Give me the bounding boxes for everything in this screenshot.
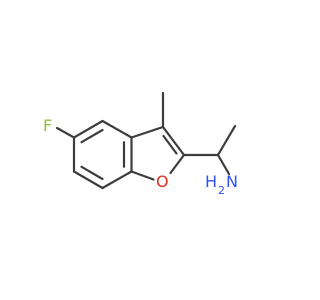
hydrogen-label: H — [205, 172, 217, 191]
bond-c4-c5 — [72, 119, 104, 139]
bonds — [55, 91, 237, 190]
bond-c6-c7 — [72, 170, 104, 190]
bond-ch-methyl — [216, 124, 237, 157]
fluorine-label: F — [43, 116, 52, 135]
nitrogen-label: N — [226, 172, 238, 191]
hydrogen-subscript: 2 — [218, 184, 225, 197]
atom-labels: F O H N 2 — [43, 116, 238, 197]
bond-c4-c5-inner — [80, 128, 104, 144]
bond-c7-c7a — [101, 170, 133, 190]
bond-c3a-c4 — [101, 119, 133, 139]
bond-c6-c7-inner — [80, 165, 104, 181]
molecule-structure: F O H N 2 — [43, 91, 238, 197]
bond-o-c7a — [130, 170, 155, 181]
oxygen-label: O — [156, 172, 169, 191]
bond-c3-c2 — [161, 125, 186, 157]
bond-c3a-c3 — [130, 125, 165, 139]
bond-c5-f — [55, 126, 76, 139]
bond-c2-o — [169, 153, 186, 175]
bond-c3-c2-inner — [162, 134, 178, 155]
bond-ch-n — [216, 153, 231, 176]
